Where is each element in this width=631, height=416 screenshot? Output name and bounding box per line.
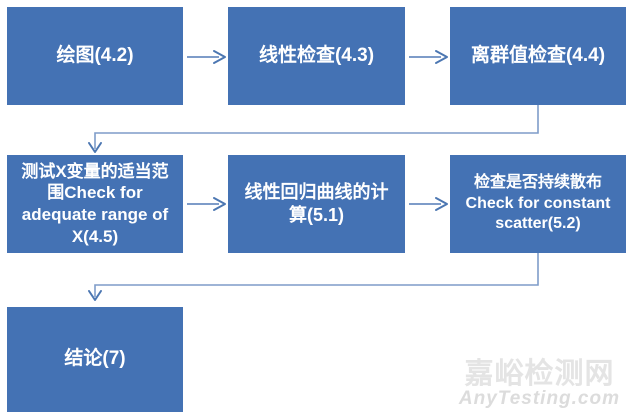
flow-box-conclusion: 结论(7): [7, 307, 183, 412]
watermark: 嘉峪检测网 AnyTesting.com: [458, 357, 620, 410]
flow-box-scatter-check: 检查是否持续散布 Check for constant scatter(5.2): [450, 155, 626, 253]
arrow-linearity-to-outlier: [409, 50, 448, 64]
flow-box-outlier-check: 离群值检查(4.4): [450, 7, 626, 105]
watermark-site-name: 嘉峪检测网: [464, 357, 615, 390]
watermark-site-domain: AnyTesting.com: [458, 388, 620, 410]
flow-box-linearity-check: 线性检查(4.3): [228, 7, 405, 105]
flow-box-regression-calculation: 线性回归曲线的计 算(5.1): [228, 155, 405, 253]
elbow-scatter-to-conclusion: [88, 253, 539, 301]
flow-box-range-check: 测试X变量的适当范 围Check for adequate range of X…: [7, 155, 183, 253]
arrow-regression-to-scatter: [409, 197, 448, 211]
arrow-plotting-to-linearity: [187, 50, 226, 64]
flow-box-plotting: 绘图(4.2): [7, 7, 183, 105]
elbow-outlier-to-range: [88, 105, 539, 153]
arrow-range-to-regression: [187, 197, 226, 211]
